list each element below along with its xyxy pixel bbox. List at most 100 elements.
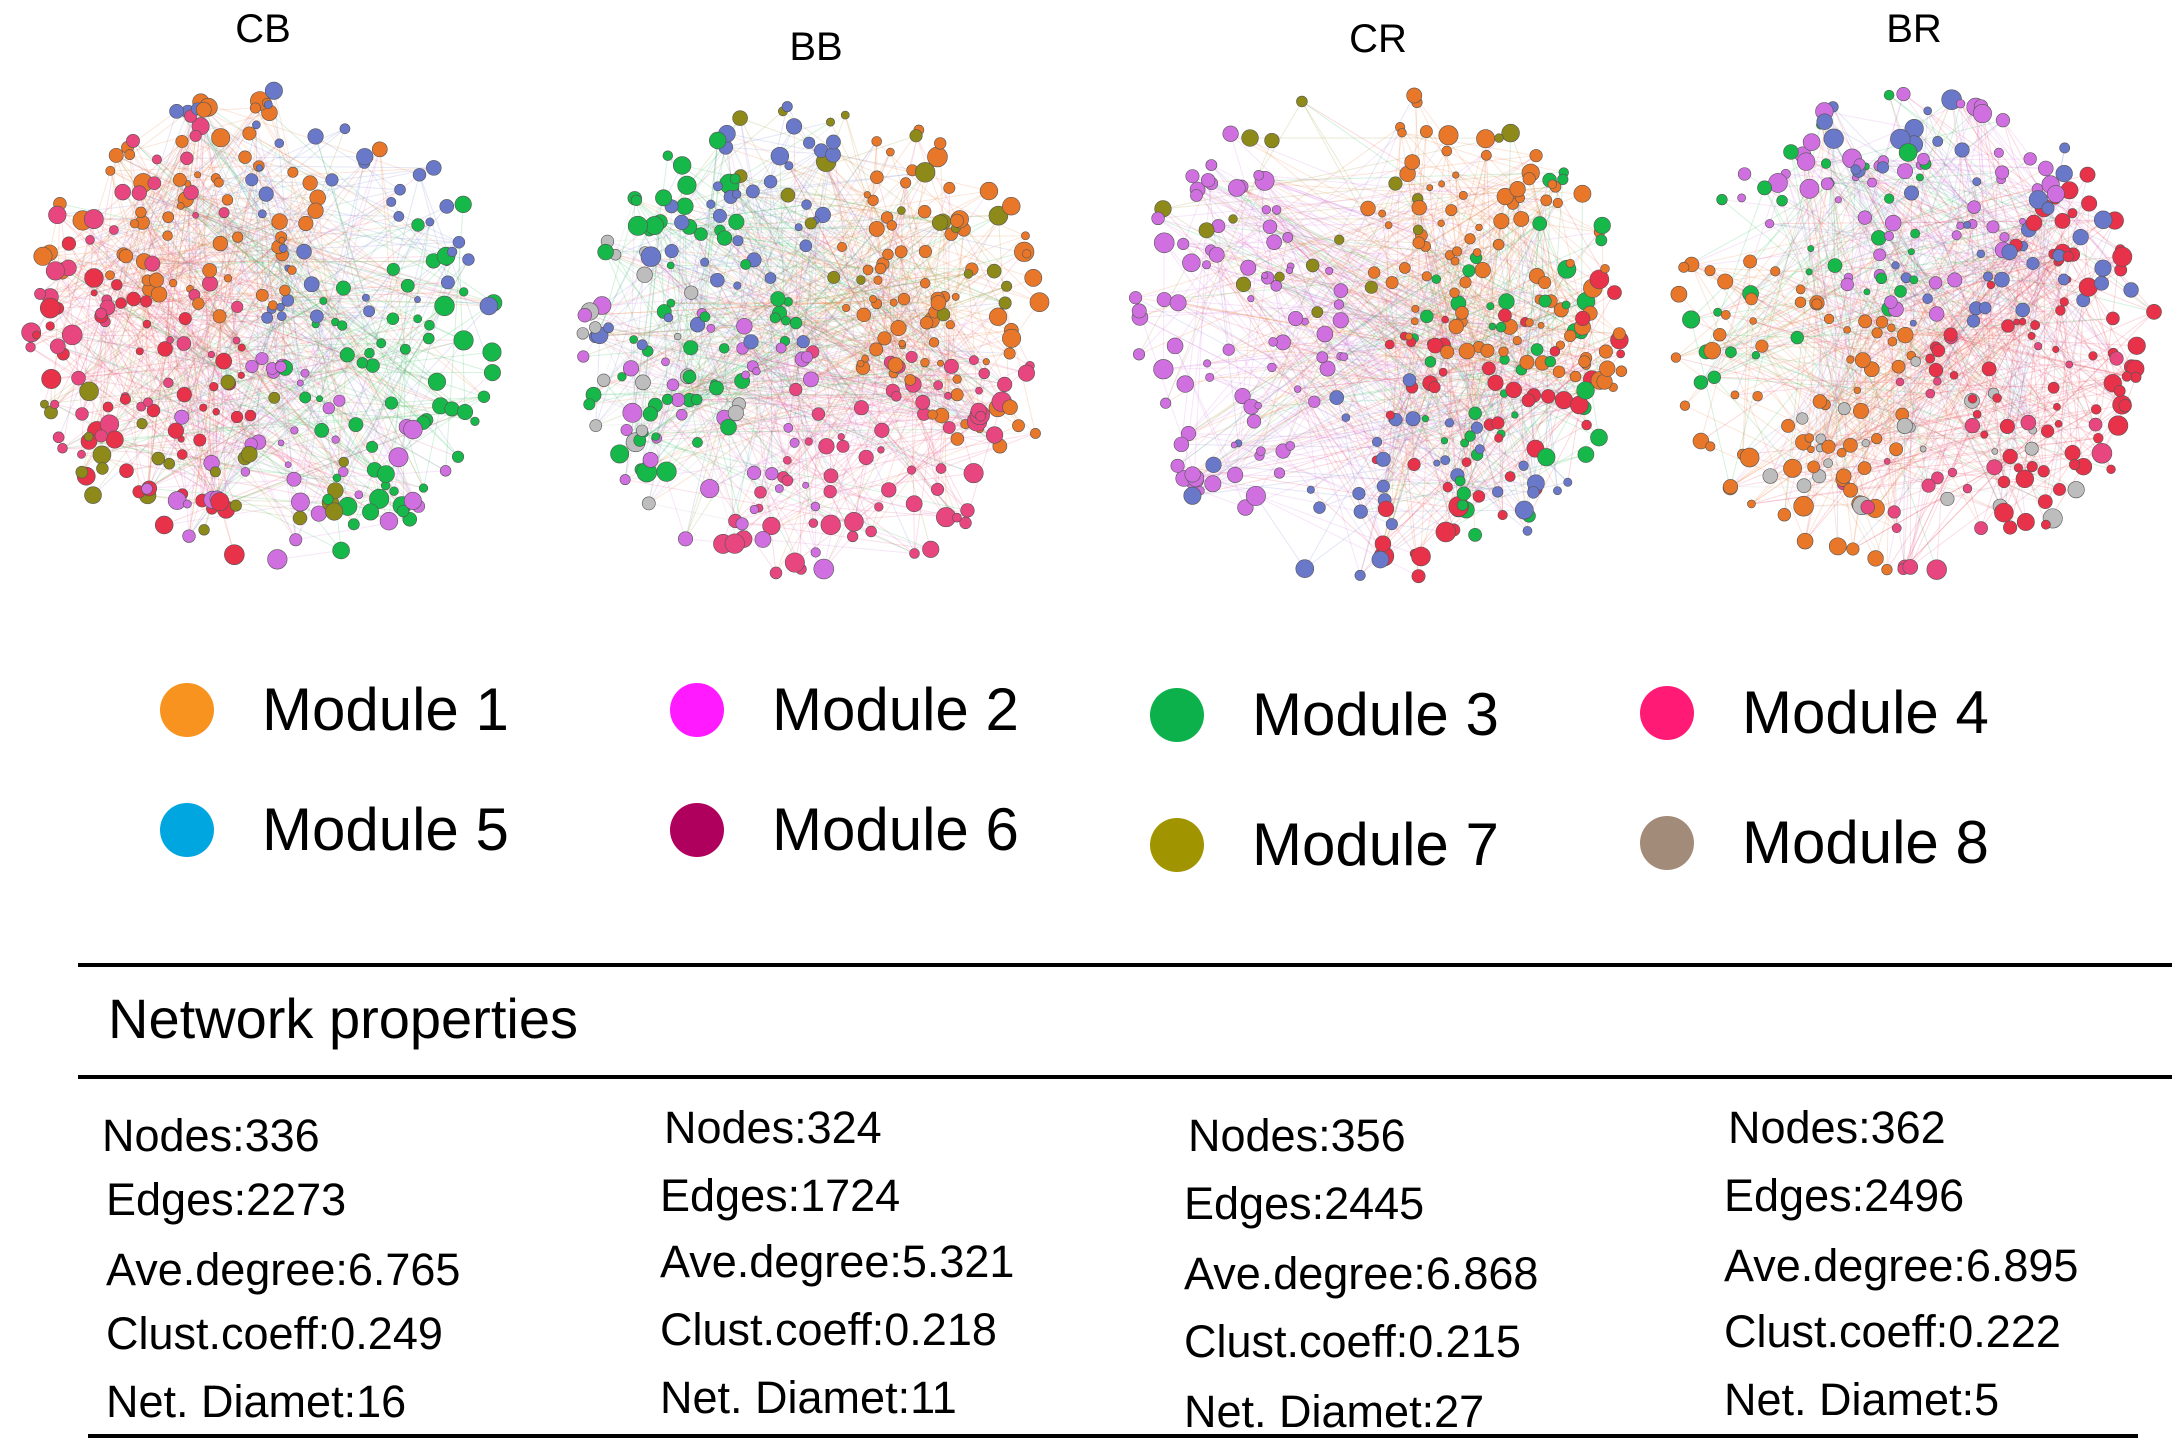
network-node bbox=[1807, 445, 1815, 454]
network-node bbox=[189, 129, 202, 142]
network-node bbox=[172, 172, 187, 187]
legend-swatch bbox=[160, 802, 214, 857]
network-node bbox=[1237, 499, 1254, 516]
network-node bbox=[887, 357, 904, 373]
network-node bbox=[1836, 468, 1852, 484]
network-node bbox=[1966, 314, 1981, 328]
network-node bbox=[2113, 385, 2126, 397]
network-node bbox=[1256, 446, 1266, 456]
network-node bbox=[915, 162, 936, 183]
network-node bbox=[45, 261, 65, 281]
network-node bbox=[287, 166, 299, 178]
network-node bbox=[157, 341, 173, 357]
network-node bbox=[1705, 441, 1716, 452]
network-node bbox=[2028, 190, 2048, 210]
network-node bbox=[997, 376, 1013, 392]
network-node bbox=[1922, 293, 1933, 304]
network-node bbox=[1863, 288, 1871, 296]
network-node bbox=[882, 248, 894, 261]
network-node bbox=[1438, 125, 1459, 146]
network-node bbox=[168, 278, 178, 288]
legend-label: Module 3 bbox=[1252, 681, 1499, 748]
legend-item-module-5: Module 5 bbox=[160, 795, 509, 864]
network-node bbox=[891, 390, 902, 402]
network-node bbox=[1955, 99, 1966, 109]
network-node bbox=[1823, 128, 1844, 149]
network-node bbox=[823, 484, 837, 499]
network-node bbox=[1271, 205, 1282, 215]
network-node bbox=[732, 189, 742, 199]
network-node bbox=[889, 298, 898, 307]
network-node bbox=[769, 566, 783, 580]
network-node bbox=[2018, 317, 2027, 326]
network-node bbox=[803, 371, 819, 388]
network-node bbox=[1261, 272, 1269, 279]
network-node bbox=[960, 503, 975, 518]
network-node bbox=[636, 339, 648, 351]
network-node bbox=[162, 211, 175, 223]
network-node bbox=[1316, 325, 1334, 343]
network-node bbox=[212, 235, 228, 252]
network-node bbox=[827, 270, 841, 284]
network-node bbox=[1871, 433, 1883, 445]
legend-label: Module 6 bbox=[772, 796, 1019, 863]
network-node bbox=[142, 319, 152, 329]
network-node bbox=[1311, 306, 1324, 318]
network-node bbox=[1670, 285, 1688, 303]
network-node bbox=[1285, 441, 1296, 451]
network-node bbox=[823, 468, 839, 484]
network-node bbox=[2094, 275, 2109, 291]
network-node bbox=[1777, 508, 1792, 522]
network-node bbox=[1995, 165, 2010, 180]
network-node bbox=[94, 429, 108, 443]
network-node bbox=[232, 336, 241, 345]
network-node bbox=[61, 324, 83, 346]
network-node bbox=[720, 418, 737, 436]
network-node bbox=[195, 101, 212, 118]
network-node bbox=[1577, 446, 1595, 463]
network-node bbox=[316, 395, 324, 403]
network-node bbox=[182, 499, 192, 509]
network-node bbox=[710, 272, 725, 288]
network-node bbox=[1022, 249, 1032, 259]
network-node bbox=[1850, 164, 1861, 175]
network-node bbox=[1450, 256, 1460, 266]
network-node bbox=[1947, 467, 1958, 478]
legend-swatch bbox=[1640, 685, 1694, 740]
network-node bbox=[1288, 310, 1304, 327]
network-node bbox=[927, 409, 938, 420]
prop-net-diameter: Net. Diamet:11 bbox=[660, 1372, 957, 1423]
network-node bbox=[237, 371, 245, 379]
network-node bbox=[147, 176, 162, 191]
network-node bbox=[762, 516, 781, 535]
network-node bbox=[1203, 359, 1212, 368]
network-node bbox=[2064, 445, 2081, 461]
network-node bbox=[1940, 491, 1955, 506]
network-node bbox=[597, 243, 614, 261]
network-node bbox=[813, 558, 835, 580]
network-node bbox=[904, 374, 917, 386]
network-node bbox=[1837, 402, 1851, 416]
network-node bbox=[333, 394, 346, 407]
network-node bbox=[1388, 176, 1403, 191]
network-node bbox=[1497, 509, 1508, 521]
network-node bbox=[763, 175, 778, 189]
network-node bbox=[424, 320, 435, 331]
network-node bbox=[325, 173, 339, 187]
network-node bbox=[1411, 304, 1420, 313]
network-node bbox=[1962, 483, 1973, 494]
network-node bbox=[728, 213, 745, 230]
prop-ave-degree: Ave.degree:6.895 bbox=[1724, 1240, 2079, 1291]
network-node bbox=[1518, 460, 1529, 471]
network-node bbox=[1514, 500, 1534, 520]
network-node bbox=[673, 332, 682, 341]
network-node bbox=[135, 347, 144, 356]
network-node bbox=[1170, 458, 1185, 473]
network-node bbox=[339, 123, 351, 135]
network-node bbox=[1967, 200, 1981, 214]
network-node bbox=[412, 168, 427, 182]
network-node bbox=[1227, 466, 1244, 483]
network-node bbox=[224, 544, 245, 565]
network-node bbox=[84, 268, 104, 288]
network-node bbox=[1887, 336, 1898, 347]
